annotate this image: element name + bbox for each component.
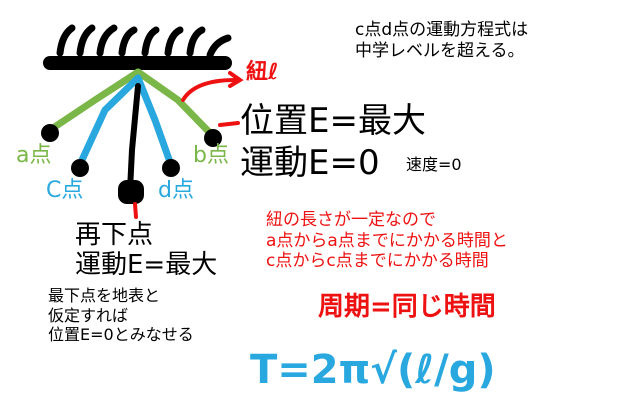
point-d-label: d点 [158, 178, 194, 203]
period-formula: T=2π√(ℓ/g) [250, 347, 496, 393]
point-c-label: C点 [46, 178, 84, 203]
point-a-label: a点 [16, 143, 52, 168]
point-b-label: b点 [193, 143, 229, 168]
bob-lowest [118, 180, 144, 204]
period-label: 周期=同じ時間 [318, 292, 496, 322]
string-c [78, 74, 142, 164]
ceiling [43, 24, 232, 70]
kinetic-energy-zero: 運動E=0 [240, 143, 380, 183]
string-center [127, 83, 141, 193]
speed-zero: 速度=0 [406, 155, 462, 174]
string-d [134, 74, 174, 166]
bob-b [204, 129, 222, 147]
bob-c [71, 159, 89, 177]
string-label: 紐ℓ [246, 60, 279, 85]
ground-note: 最下点を地表と 仮定すれば 位置E=0とみなせる [48, 286, 194, 345]
lowest-point-label: 再下点 [75, 220, 154, 250]
string-b [134, 68, 216, 139]
string-a [46, 68, 142, 134]
top-note: c点d点の運動方程式は 中学レベルを超える。 [355, 20, 529, 61]
red-annotations [133, 71, 244, 219]
kinetic-energy-max: 運動E=最大 [75, 250, 218, 280]
bob-d [162, 159, 180, 177]
potential-energy-max: 位置E=最大 [240, 101, 426, 141]
red-note: 紐の長さが一定なので a点からa点までにかかる時間と c点からc点までにかかる時… [266, 210, 508, 272]
bob-a [41, 124, 59, 142]
